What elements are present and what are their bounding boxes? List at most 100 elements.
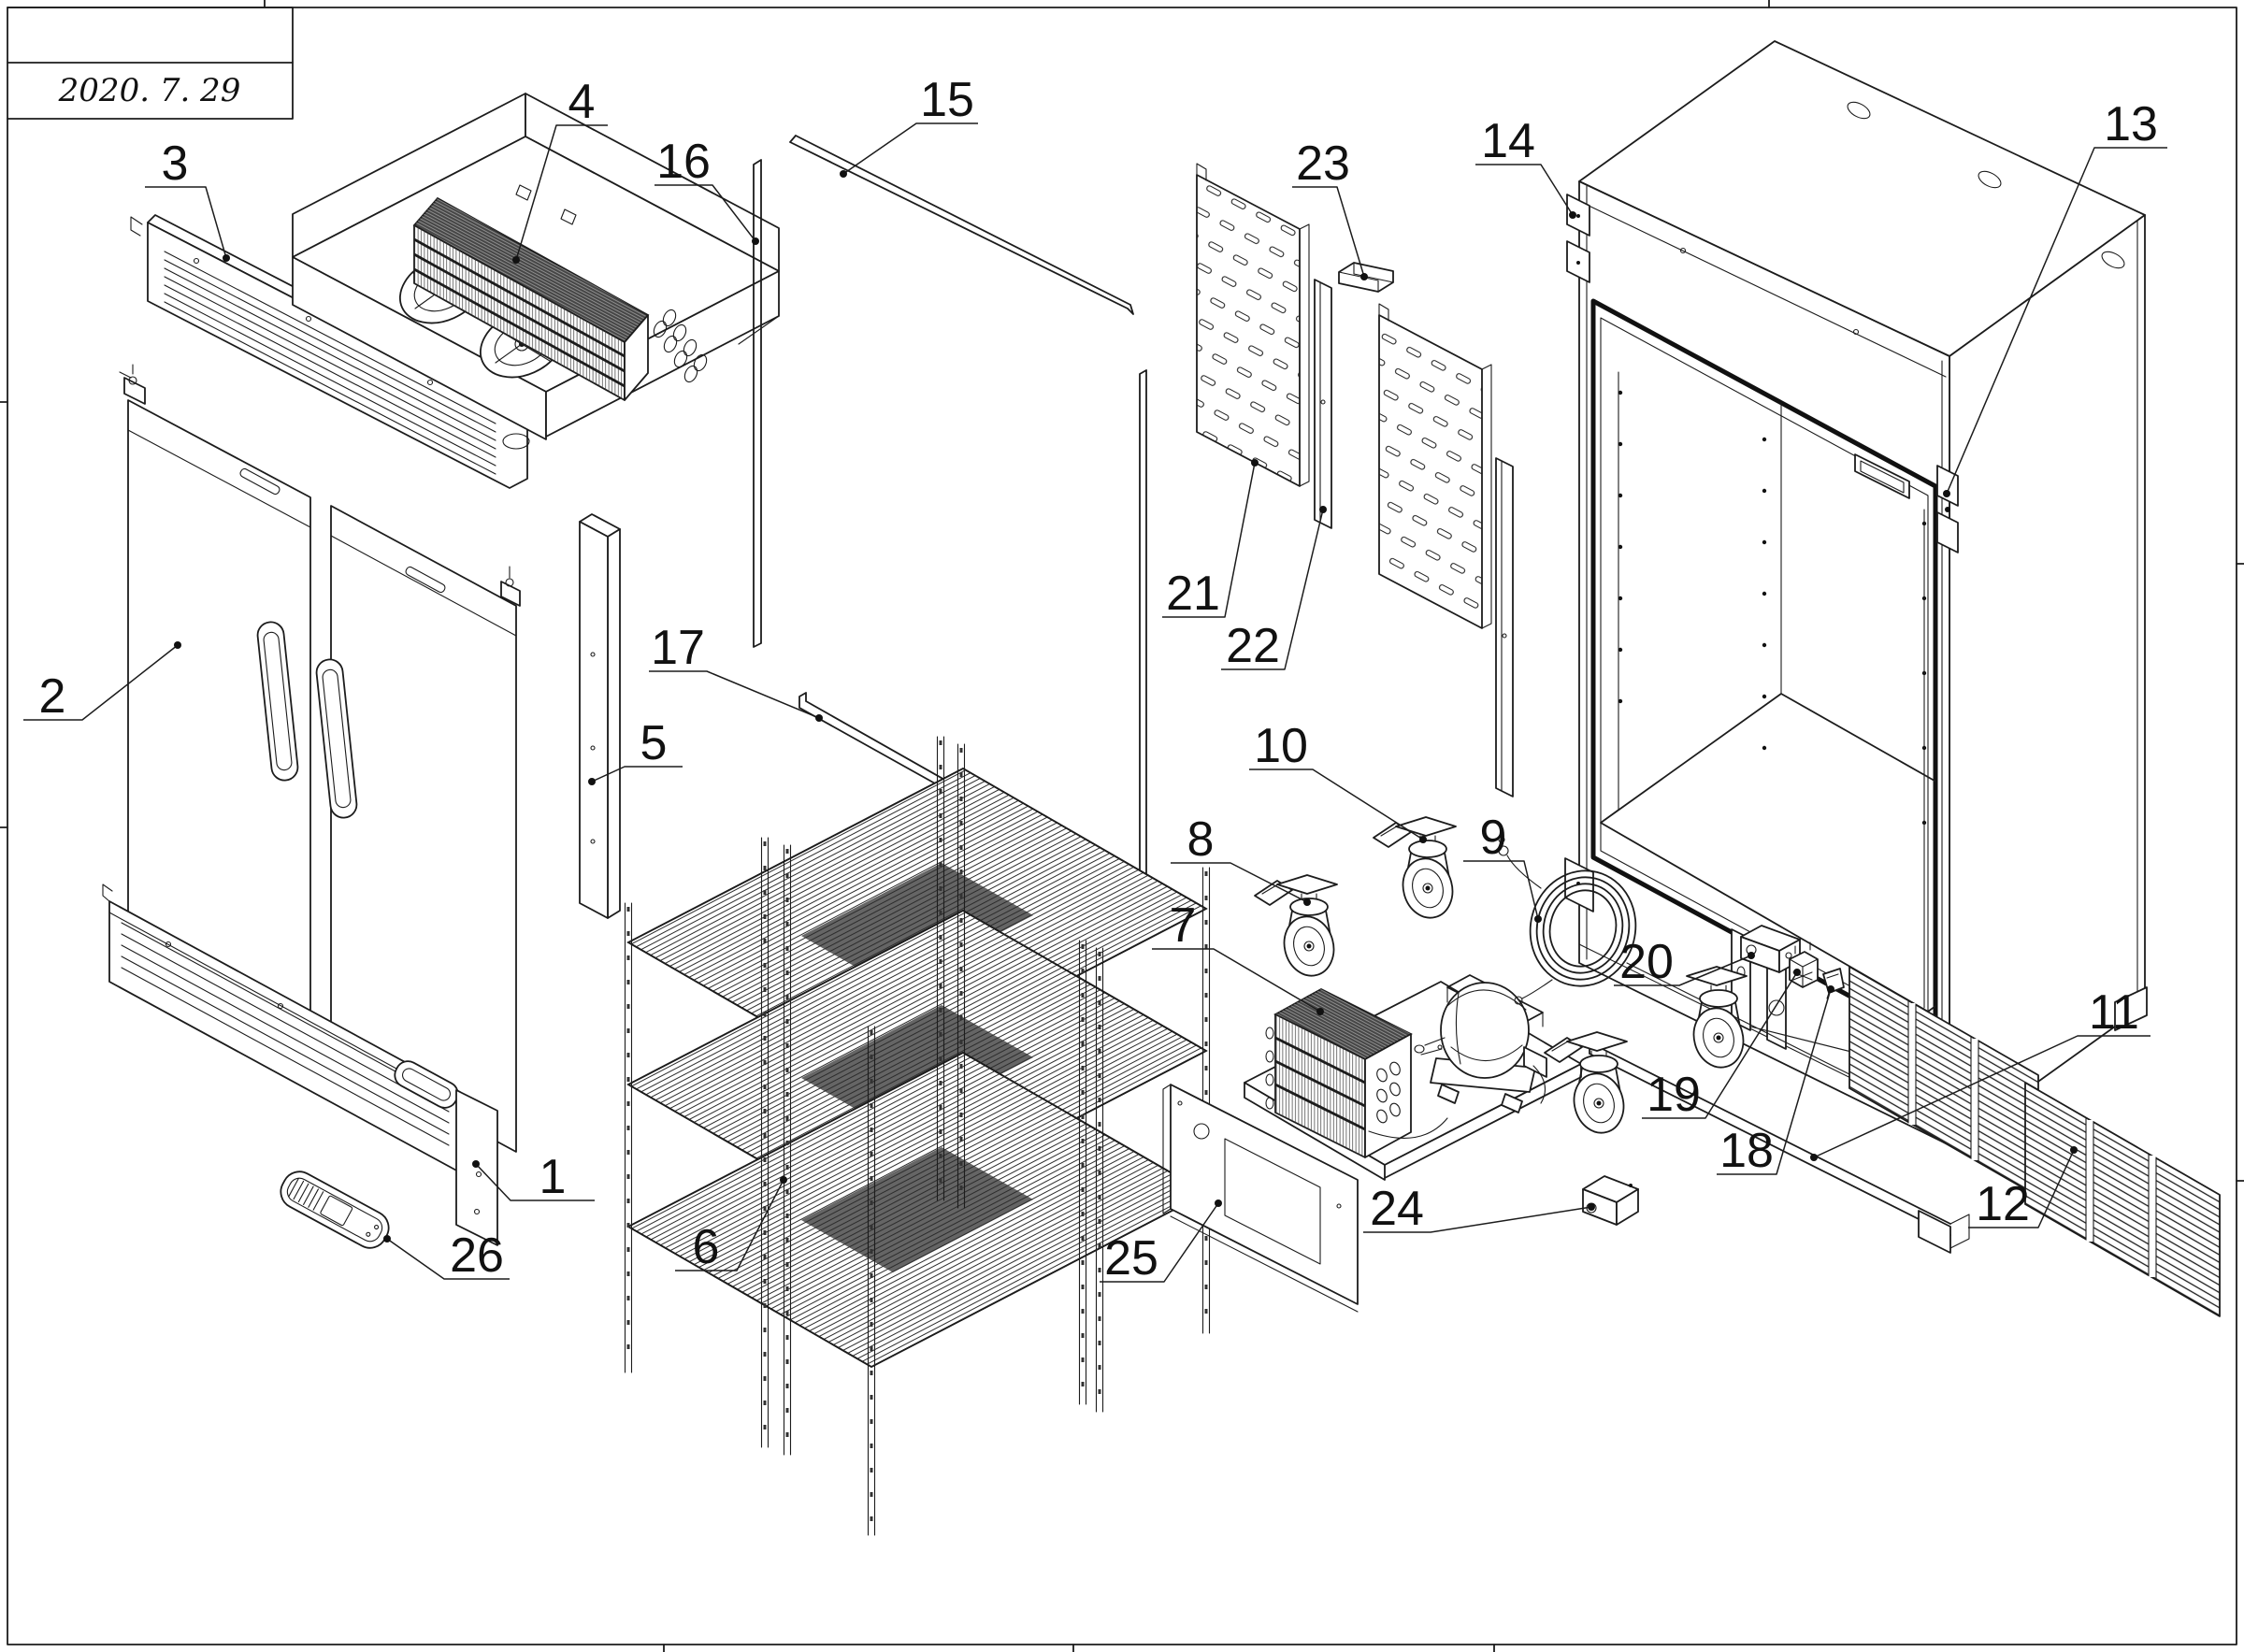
evaporator-coil bbox=[412, 184, 708, 401]
callout-26: 26 bbox=[383, 1228, 510, 1283]
callout-18: 18 bbox=[1717, 985, 1834, 1178]
part-label-10: 10 bbox=[1254, 719, 1308, 773]
part-label-6: 6 bbox=[693, 1220, 720, 1274]
coil-tube-bends bbox=[653, 309, 708, 383]
revision-date: 2020. 7. 29 bbox=[58, 72, 241, 109]
cabinet-hinge-right bbox=[1936, 465, 1959, 553]
part-label-2: 2 bbox=[39, 669, 66, 724]
callout-1: 1 bbox=[472, 1150, 595, 1204]
panel-strip-22 bbox=[1314, 279, 1332, 529]
callout-17: 17 bbox=[649, 621, 823, 722]
part-label-21: 21 bbox=[1166, 567, 1220, 621]
callout-10: 10 bbox=[1249, 719, 1427, 843]
part-label-25: 25 bbox=[1104, 1231, 1158, 1286]
part-label-14: 14 bbox=[1481, 114, 1535, 168]
callout-5: 5 bbox=[588, 716, 683, 785]
bottom-grille-louvers bbox=[121, 922, 450, 1146]
part-label-17: 17 bbox=[651, 621, 705, 675]
part-label-9: 9 bbox=[1480, 811, 1507, 865]
caster-with-brake bbox=[1544, 1031, 1628, 1134]
part-label-18: 18 bbox=[1719, 1124, 1774, 1178]
part-label-11: 11 bbox=[2089, 985, 2139, 1040]
part-label-5: 5 bbox=[640, 716, 668, 770]
callout-2: 2 bbox=[23, 641, 181, 724]
part-label-13: 13 bbox=[2104, 97, 2158, 151]
cabinet-body bbox=[1564, 40, 2148, 1254]
caster-with-brake bbox=[1254, 874, 1338, 977]
part-label-26: 26 bbox=[450, 1228, 504, 1283]
drain-heater-box-24 bbox=[1582, 1175, 1639, 1226]
callout-21: 21 bbox=[1162, 459, 1259, 621]
part-label-8: 8 bbox=[1187, 812, 1215, 867]
compressor bbox=[1368, 982, 1547, 1139]
handle-trim-cover bbox=[280, 1171, 390, 1249]
callout-19: 19 bbox=[1642, 969, 1801, 1122]
callout-14: 14 bbox=[1475, 114, 1576, 219]
trim-strip-15 bbox=[789, 135, 1134, 315]
condenser-grille bbox=[1848, 966, 2221, 1317]
part-label-19: 19 bbox=[1647, 1068, 1701, 1122]
door-handle bbox=[256, 621, 299, 782]
part-label-22: 22 bbox=[1226, 619, 1280, 673]
trim-strip-16 bbox=[753, 159, 762, 648]
grille-section-right bbox=[2024, 1082, 2221, 1317]
panel-strip-22b bbox=[1495, 457, 1514, 797]
caster-swivel bbox=[1686, 966, 1748, 1069]
part-label-7: 7 bbox=[1170, 898, 1197, 953]
top-grille-louvers bbox=[164, 251, 496, 475]
shelving-unit bbox=[624, 736, 1211, 1536]
cabinet-top-holes bbox=[1679, 101, 2125, 336]
part-label-4: 4 bbox=[568, 75, 596, 129]
caster-swivel bbox=[1373, 816, 1457, 919]
callout-16: 16 bbox=[654, 135, 759, 245]
callout-3: 3 bbox=[145, 136, 230, 262]
part-label-15: 15 bbox=[920, 73, 974, 127]
cabinet-foot bbox=[2114, 986, 2148, 1031]
callout-22: 22 bbox=[1221, 506, 1327, 673]
callout-7: 7 bbox=[1152, 898, 1324, 1015]
callout-8: 8 bbox=[1171, 812, 1311, 906]
evaporator-assembly bbox=[292, 93, 780, 450]
callout-24: 24 bbox=[1363, 1182, 1595, 1236]
callout-11: 11 bbox=[1810, 985, 2150, 1161]
door-left bbox=[119, 364, 311, 1042]
trim-strip-16b bbox=[1139, 369, 1147, 891]
part-label-23: 23 bbox=[1296, 136, 1350, 191]
mullion-post bbox=[579, 513, 621, 919]
side-panel-25 bbox=[1162, 1084, 1359, 1313]
part-label-20: 20 bbox=[1619, 935, 1674, 989]
bottom-grille-panel bbox=[102, 883, 498, 1246]
perforated-panel-21b bbox=[1378, 303, 1492, 629]
condenser-coil bbox=[1265, 987, 1413, 1158]
callout-9: 9 bbox=[1463, 811, 1542, 923]
door-right bbox=[315, 505, 521, 1153]
perforated-panel-21 bbox=[1196, 163, 1310, 487]
part-label-12: 12 bbox=[1976, 1177, 2030, 1231]
grille-section-left bbox=[1848, 966, 2039, 1198]
title-block: 2020. 7. 29 bbox=[7, 7, 294, 120]
part-label-1: 1 bbox=[539, 1150, 567, 1204]
door-handle bbox=[315, 658, 358, 819]
callout-12: 12 bbox=[1968, 1146, 2078, 1231]
starter-relay-19 bbox=[1789, 941, 1819, 988]
callout-6: 6 bbox=[675, 1176, 787, 1274]
door-hinge-bracket bbox=[119, 364, 146, 405]
door-hinge-bracket bbox=[500, 566, 521, 607]
wire-shelf bbox=[626, 1051, 1208, 1369]
cabinet-interior bbox=[1600, 364, 1935, 1013]
callout-4: 4 bbox=[512, 75, 608, 264]
part-label-3: 3 bbox=[162, 136, 189, 191]
callout-20: 20 bbox=[1614, 935, 1755, 989]
wire-shelf bbox=[626, 767, 1208, 1085]
callouts: 1 2 3 4 5 6 7 8 9 10 11 12 13 14 15 16 1… bbox=[23, 73, 2167, 1286]
callout-25: 25 bbox=[1100, 1199, 1222, 1286]
callout-23: 23 bbox=[1292, 136, 1368, 280]
callout-13: 13 bbox=[1943, 97, 2167, 497]
part-label-16: 16 bbox=[656, 135, 711, 189]
callout-15: 15 bbox=[840, 73, 978, 178]
condensing-unit bbox=[1244, 974, 1582, 1181]
